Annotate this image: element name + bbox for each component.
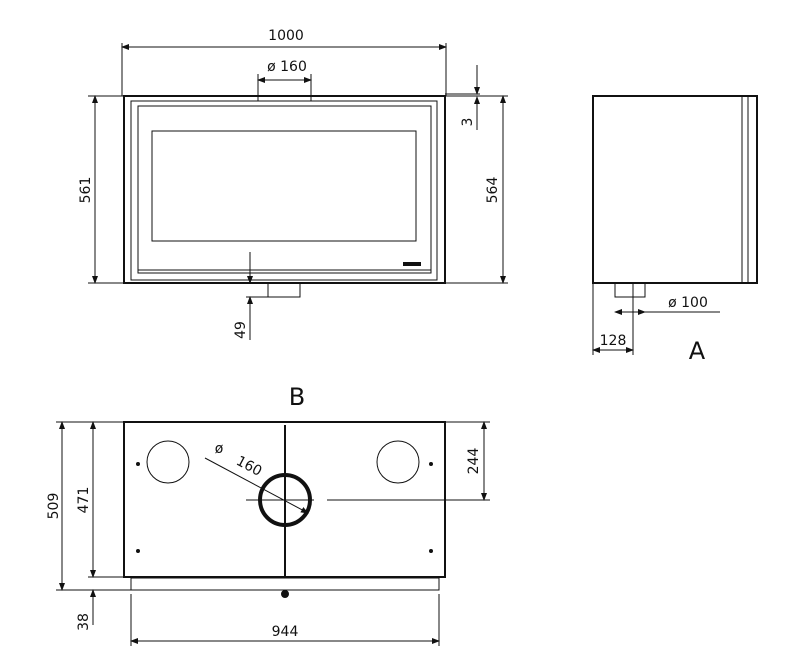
side-view: 128 ø 100 A [592,95,758,365]
left-air-knockout [146,440,190,484]
front-flue-dim: ø 160 [267,59,307,75]
front-height-right-dim: 564 [485,177,501,204]
right-air-knockout [376,440,420,484]
side-flue-stub [614,282,646,298]
front-glass [151,130,417,242]
top-width-dim: 944 [272,624,299,640]
side-flue-offset-dim: 128 [600,333,627,349]
side-flue-dim: ø 100 [668,295,708,311]
side-view-label: A [689,337,706,365]
front-outer-frame [123,95,446,284]
top-depth-body-dim: 471 [76,487,92,514]
top-frame-depth-dim: 38 [76,613,92,631]
top-front-frame [130,577,440,591]
side-body [592,95,758,284]
top-flue-symbol: ø [215,441,224,457]
front-inner-frame [130,100,438,281]
top-flue-center-dim: 244 [466,448,482,475]
top-view: B ø 160 509 471 38 944 244 [46,383,490,646]
top-view-label: B [289,383,305,411]
front-knob [281,590,289,598]
front-door-panel [137,105,432,274]
front-flue-stub [267,282,301,298]
front-view: 1000 ø 160 561 564 3 49 [78,28,508,340]
front-badge [403,262,421,266]
front-flue-projection-dim: 49 [233,321,249,339]
front-height-left-dim: 561 [78,177,94,204]
top-depth-total-dim: 509 [46,493,62,520]
front-width-dim: 1000 [268,28,304,44]
front-top-offset-dim: 3 [460,118,476,127]
